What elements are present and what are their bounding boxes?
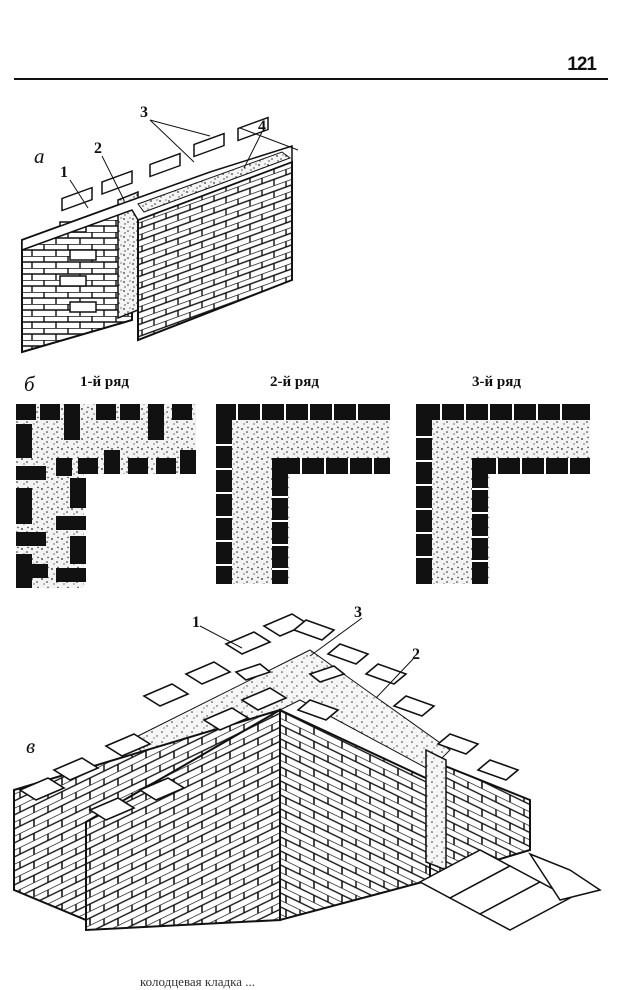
- plan-row-1: [16, 404, 196, 588]
- figure-b-plans: [16, 404, 590, 588]
- row-label-1: 1-й ряд: [80, 374, 129, 390]
- page-bottom-caption: колодцевая кладка ...: [140, 974, 255, 989]
- figure-c-corner-masonry: в 1 2 3: [10, 600, 610, 950]
- plan-row-2: [216, 404, 390, 584]
- figure-a-drawing: [21, 116, 299, 354]
- header-rule: [14, 78, 608, 80]
- page-number: 121: [567, 54, 597, 75]
- figure-a-callout-1: 1: [60, 164, 68, 181]
- figure-a-callout-2: 2: [94, 140, 102, 157]
- figure-c-callout-3: 3: [354, 604, 362, 621]
- figure-a-letter: а: [34, 144, 45, 168]
- figure-a-well-masonry-wall: а 1 2 3 4: [14, 100, 304, 360]
- figure-c-callout-1: 1: [192, 614, 200, 631]
- figure-a-callout-3: 3: [140, 104, 148, 121]
- plan-row-3: [416, 404, 590, 584]
- figure-c-letter: в: [26, 734, 36, 758]
- figure-b-letter: б: [24, 372, 35, 396]
- figure-c-drawing: [13, 613, 602, 932]
- figure-a-callout-4: 4: [258, 118, 266, 135]
- row-label-2: 2-й ряд: [270, 374, 319, 390]
- row-label-3: 3-й ряд: [472, 374, 521, 390]
- figure-c-callout-2: 2: [412, 646, 420, 663]
